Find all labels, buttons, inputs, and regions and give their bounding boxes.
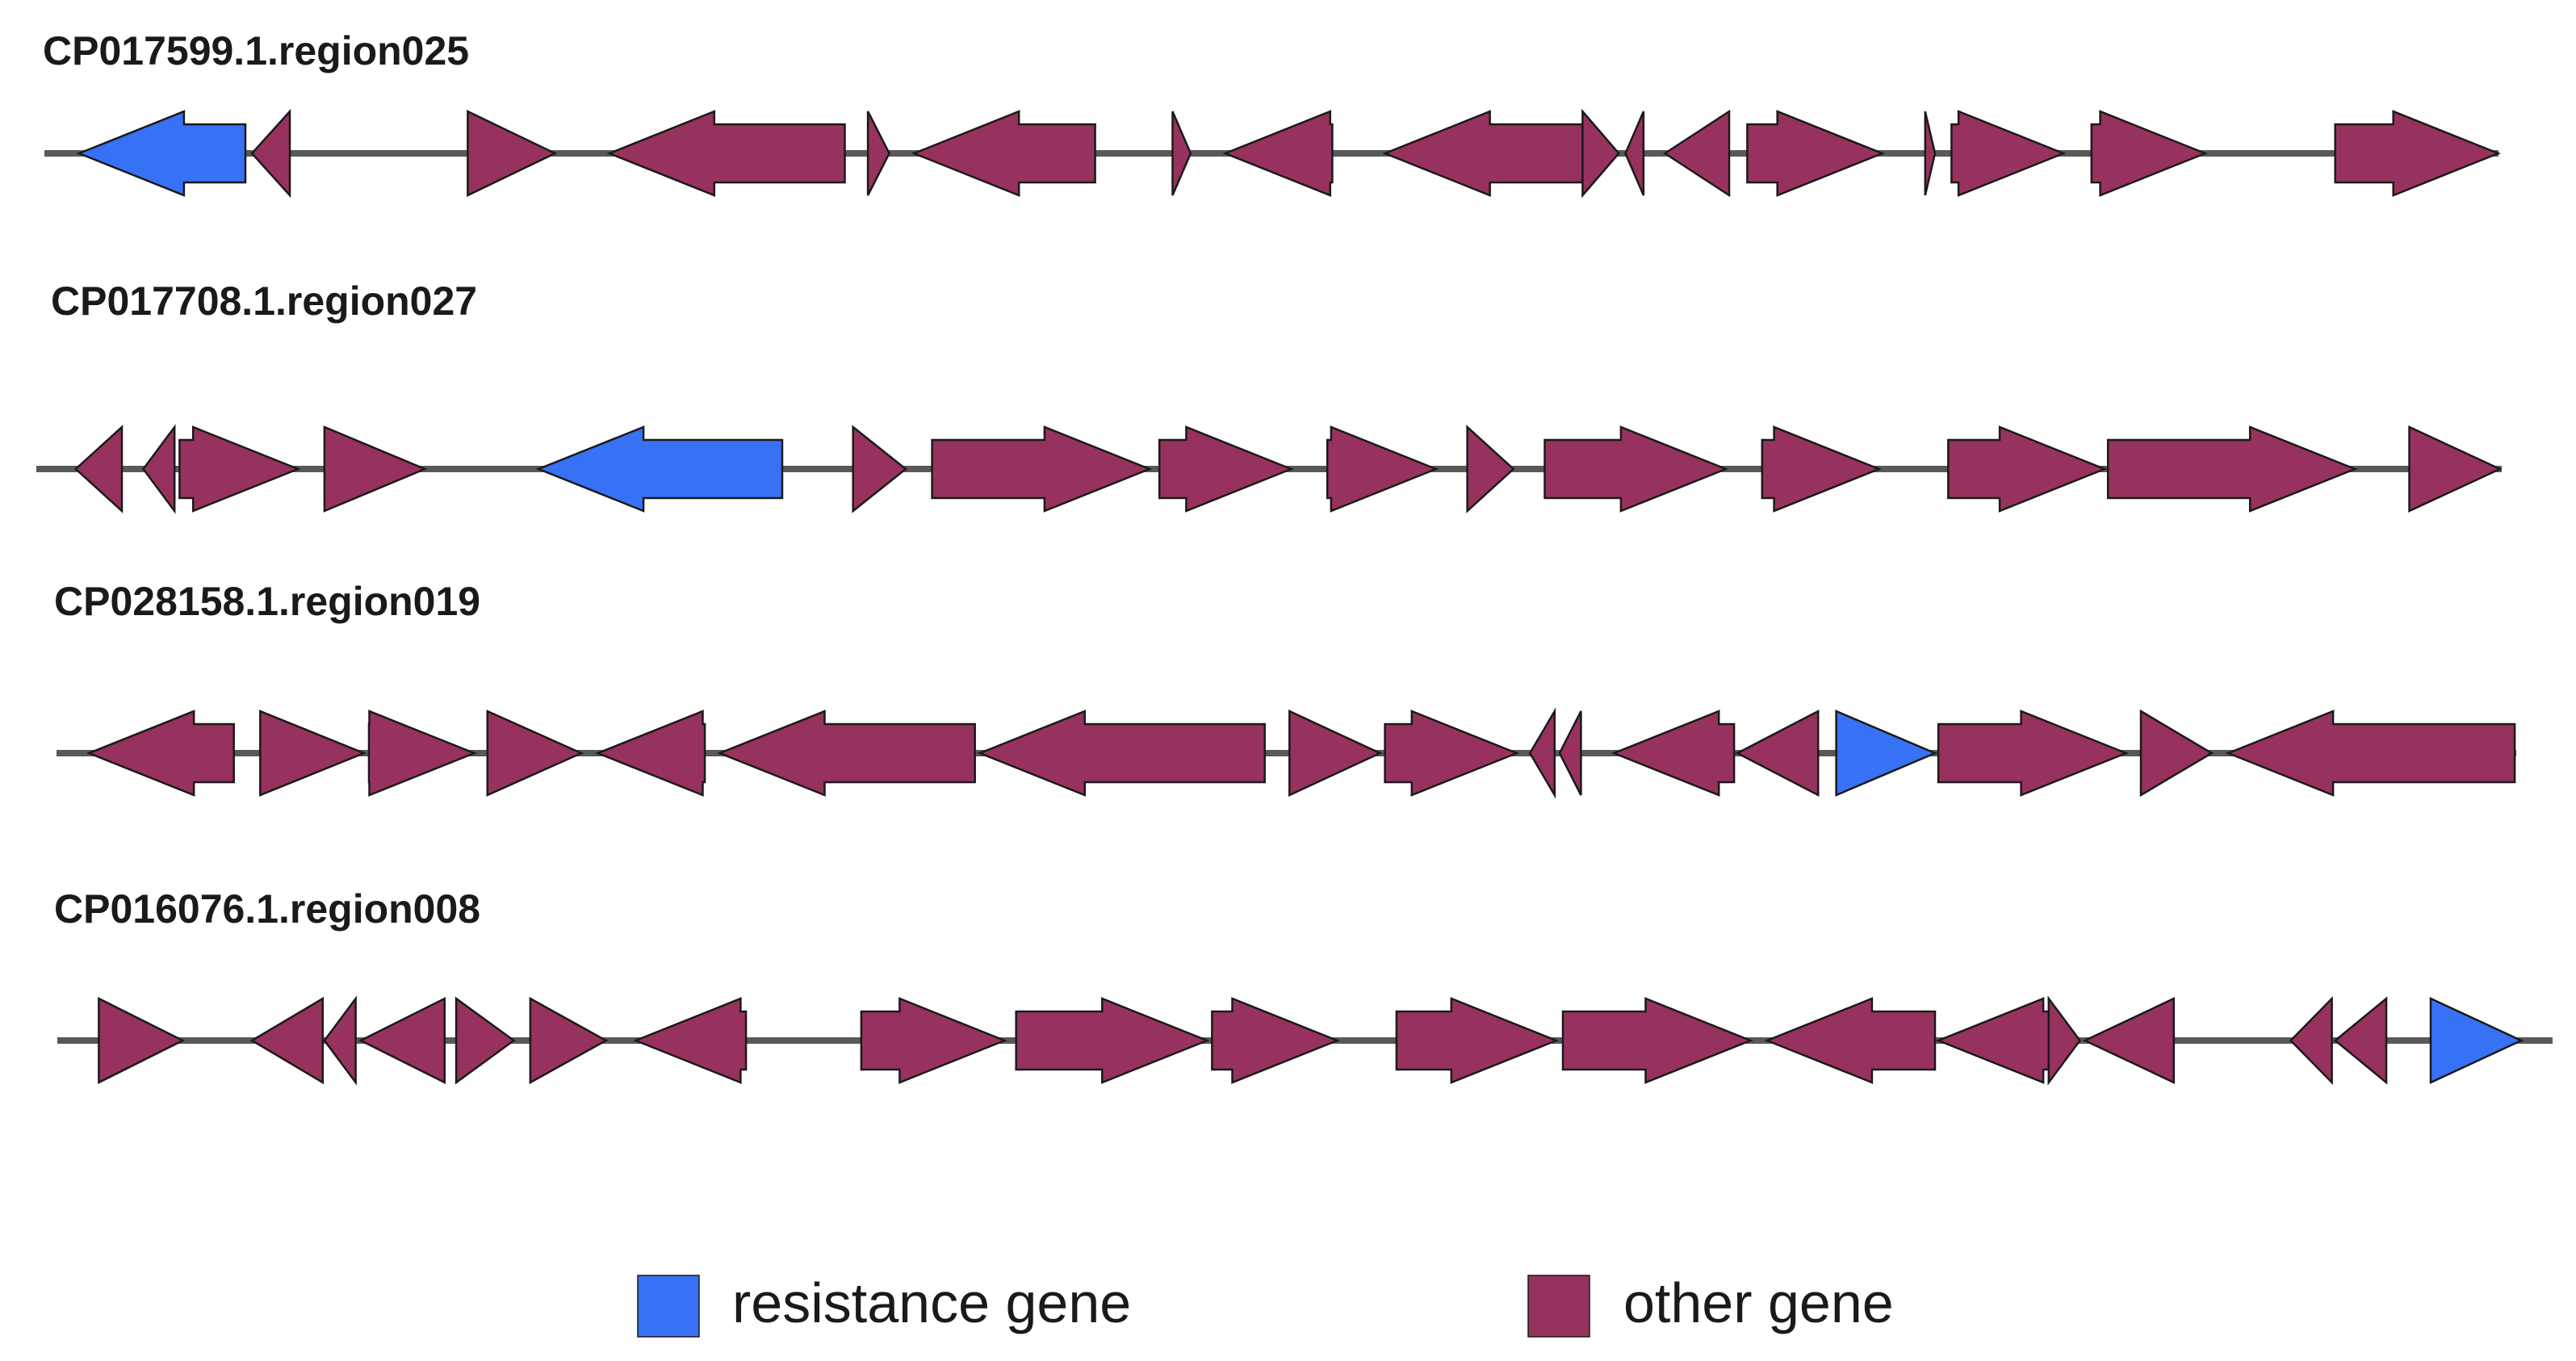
- other-gene-arrow: [1395, 997, 1560, 1084]
- other-gene-arrow: [911, 110, 1096, 197]
- other-gene-arrow: [1544, 425, 1729, 513]
- gene-row: [86, 707, 2516, 799]
- legend: resistance gene other gene: [637, 1271, 1894, 1338]
- resistance-gene-arrow: [2429, 997, 2524, 1084]
- other-gene-arrow: [1624, 111, 1645, 196]
- other-gene-arrow: [1764, 997, 1937, 1084]
- other-gene-arrow: [259, 710, 367, 797]
- other-gene-arrow: [1326, 425, 1439, 513]
- resistance-gene-arrow: [535, 425, 784, 513]
- other-gene-arrow: [1561, 997, 1753, 1084]
- other-gene-arrow: [866, 111, 891, 196]
- other-gene-arrow: [595, 710, 706, 797]
- other-gene-arrow: [860, 997, 1007, 1084]
- other-gene-arrow: [1288, 710, 1383, 797]
- other-gene-arrow: [467, 110, 558, 197]
- other-gene-arrow: [486, 710, 584, 797]
- other-gene-arrow: [529, 996, 609, 1085]
- other-gene-arrow: [1528, 707, 1556, 799]
- other-gene-arrow: [2106, 425, 2358, 513]
- other-gene-arrow: [2090, 110, 2208, 197]
- other-swatch: [1527, 1275, 1590, 1338]
- other-gene-arrow: [1761, 425, 1882, 513]
- other-gene-arrow: [1581, 108, 1620, 199]
- other-gene-arrow: [2225, 710, 2516, 797]
- other-gene-arrow: [86, 710, 235, 797]
- gene-row: [98, 995, 2524, 1086]
- other-gene-arrow: [1466, 425, 1515, 513]
- resistance-gene-arrow: [1835, 710, 1938, 797]
- other-gene-arrow: [633, 997, 748, 1084]
- other-gene-arrow: [1663, 109, 1731, 198]
- other-gene-arrow: [1947, 425, 2108, 513]
- other-gene-arrow: [141, 424, 176, 514]
- other-gene-arrow: [606, 110, 846, 197]
- region-track: CP017708.1.region027: [36, 278, 2503, 514]
- other-gene-arrow: [931, 425, 1153, 513]
- other-gene-arrow: [1950, 110, 2067, 197]
- gene-row: [76, 108, 2502, 199]
- other-gene-arrow: [1384, 710, 1520, 797]
- other-gene-arrow: [1611, 710, 1736, 797]
- other-gene-arrow: [367, 710, 477, 797]
- other-gene-arrow: [2333, 996, 2388, 1085]
- other-gene-arrow: [977, 710, 1266, 797]
- other-gene-arrow: [1171, 111, 1192, 196]
- other-gene-arrow: [1746, 110, 1886, 197]
- other-gene-arrow: [98, 996, 186, 1085]
- other-gene-arrow: [2047, 995, 2082, 1086]
- other-gene-arrow: [1924, 111, 1937, 196]
- other-gene-arrow: [2408, 425, 2503, 513]
- other-gene-arrow: [1211, 997, 1340, 1084]
- other-gene-arrow: [2139, 709, 2214, 798]
- region-track: CP028158.1.region019: [54, 579, 2516, 799]
- other-gene-arrow: [2082, 997, 2176, 1084]
- other-gene-arrow: [358, 996, 446, 1085]
- region-title: CP028158.1.region019: [54, 579, 480, 624]
- other-gene-arrow: [323, 995, 357, 1086]
- resistance-swatch: [637, 1275, 700, 1338]
- gene-row: [73, 424, 2503, 514]
- other-gene-arrow: [178, 425, 301, 513]
- other-gene-arrow: [1222, 110, 1334, 197]
- other-gene-arrow: [2289, 995, 2333, 1086]
- other-gene-arrow: [1558, 710, 1582, 796]
- legend-label-resistance: resistance gene: [732, 1271, 1131, 1334]
- region-title: CP016076.1.region008: [54, 886, 480, 932]
- other-gene-arrow: [717, 710, 976, 797]
- other-gene-arrow: [73, 425, 124, 513]
- other-gene-arrow: [249, 996, 325, 1085]
- other-gene-arrow: [2334, 110, 2502, 197]
- other-gene-arrow: [454, 996, 516, 1085]
- other-gene-arrow: [1735, 709, 1820, 798]
- other-gene-arrow: [323, 425, 428, 513]
- other-gene-arrow: [852, 425, 908, 513]
- resistance-gene-arrow: [76, 110, 247, 197]
- region-track: CP017599.1.region025: [43, 28, 2502, 199]
- other-gene-arrow: [1015, 997, 1210, 1084]
- other-gene-arrow: [250, 108, 291, 199]
- region-track: CP016076.1.region008: [54, 886, 2553, 1086]
- other-gene-arrow: [1935, 997, 2050, 1084]
- region-title: CP017708.1.region027: [51, 278, 477, 324]
- other-gene-arrow: [1382, 110, 1584, 197]
- region-title: CP017599.1.region025: [43, 28, 469, 73]
- other-gene-arrow: [1158, 425, 1294, 513]
- legend-label-other: other gene: [1623, 1271, 1894, 1334]
- other-gene-arrow: [1937, 710, 2129, 797]
